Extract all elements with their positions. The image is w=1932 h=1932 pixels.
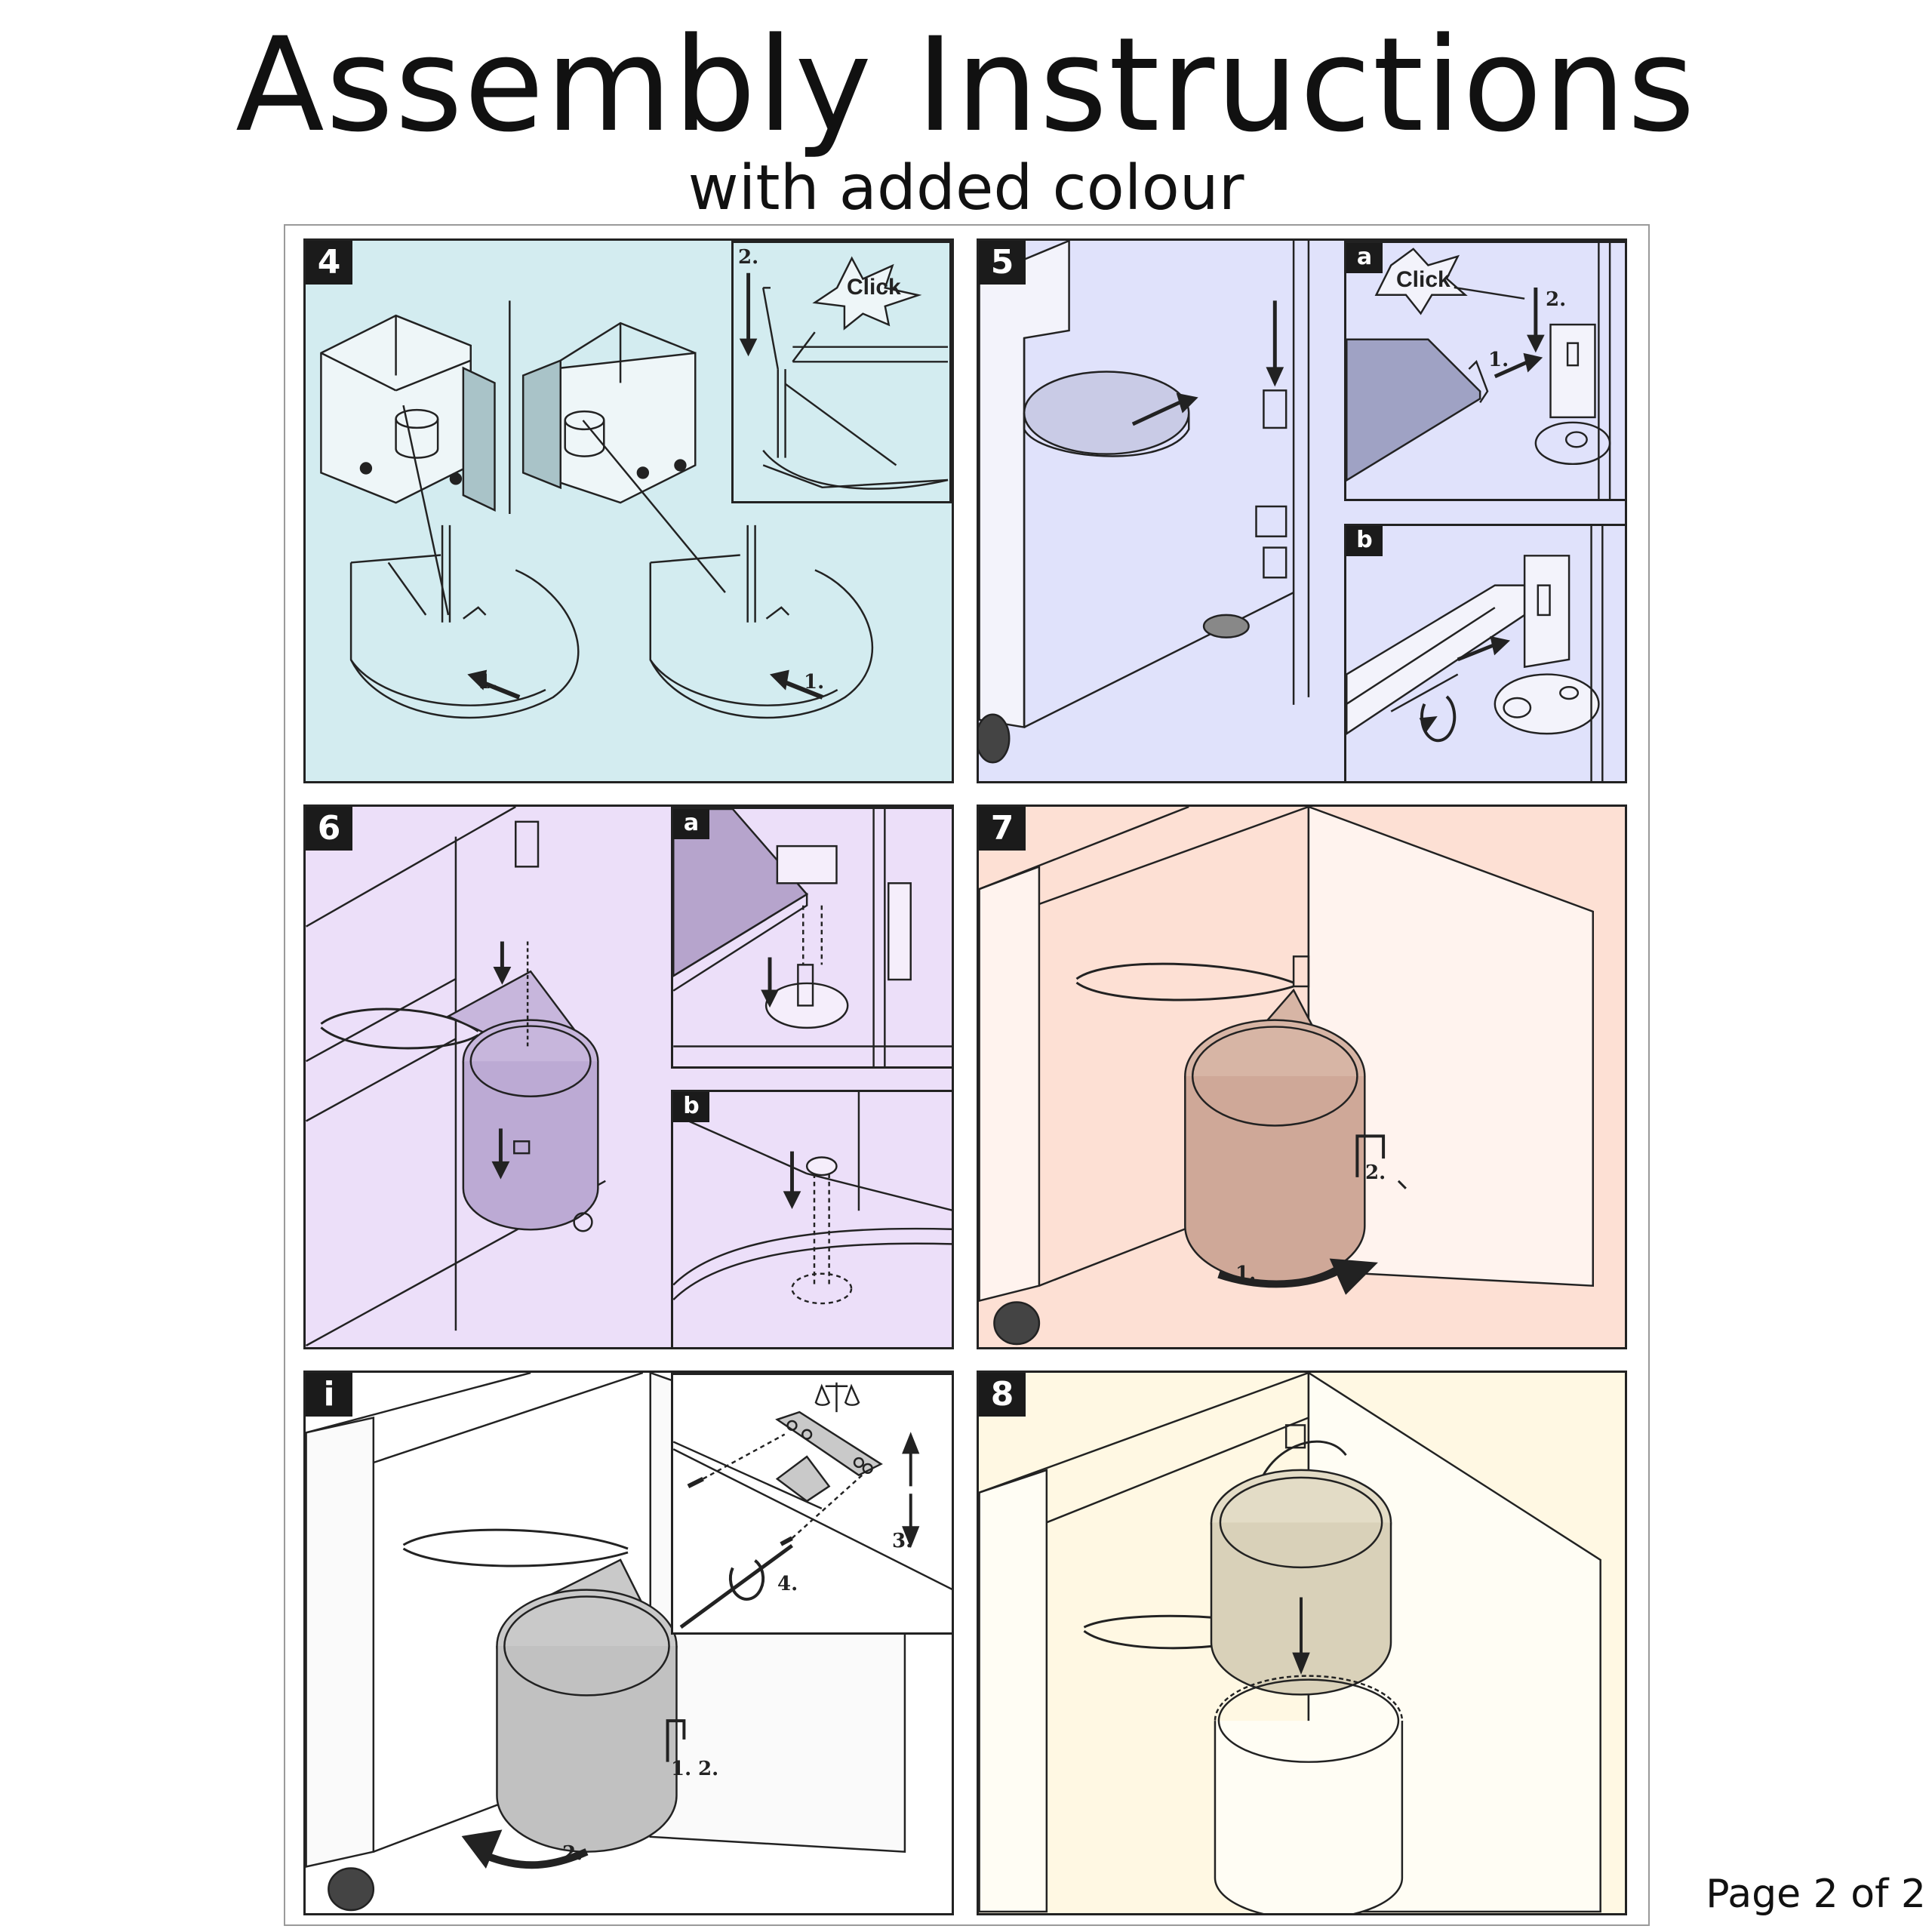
- step-5a-click-label: Click: [1396, 267, 1451, 292]
- step-8-panel: 8: [977, 1371, 1627, 1915]
- step-i-panel: i 1. 2. 2.: [303, 1371, 954, 1915]
- step-5-inset-a-illustration: [1346, 243, 1611, 499]
- step-5-inset-b: b: [1344, 524, 1625, 781]
- step-7-badge: 7: [979, 807, 1026, 851]
- step-5-inset-a: a Click 2. 1.: [1344, 241, 1625, 501]
- step-5-badge: 5: [979, 241, 1026, 285]
- step-i-label-3: 3.: [892, 1530, 913, 1552]
- step-5-inset-b-illustration: [1346, 526, 1604, 781]
- step-4-panel: 4 1. 1. 2. Click: [303, 238, 954, 783]
- step-7-label-2: 2.: [1365, 1161, 1386, 1184]
- step-5b-badge: b: [1346, 526, 1383, 556]
- step-6-inset-a: a: [671, 807, 952, 1069]
- page-number: Page 2 of 2: [1706, 1872, 1926, 1917]
- step-4-inset: 2. Click: [731, 241, 952, 503]
- step-i-label-1: 1.: [671, 1758, 692, 1780]
- step-5a-badge: a: [1346, 243, 1383, 273]
- step-6-inset-a-illustration: [673, 809, 952, 1066]
- step-8-badge: 8: [979, 1373, 1026, 1417]
- step-5a-label-1: 1.: [1488, 349, 1509, 371]
- step-6-illustration: [306, 807, 606, 1347]
- step-4-inset-illustration: [739, 256, 949, 490]
- step-7-label-1: 1.: [1235, 1263, 1257, 1285]
- step-i-inset-illustration: [673, 1382, 952, 1629]
- step-6-inset-b-illustration: [673, 1092, 952, 1305]
- step-4-illustration: [320, 300, 874, 719]
- step-6a-badge: a: [673, 809, 709, 839]
- step-6-panel: 6 a: [303, 804, 954, 1349]
- step-4-badge: 4: [306, 241, 352, 285]
- step-i-label-4: 4.: [777, 1573, 798, 1595]
- step-7-panel: 7 2. 1.: [977, 804, 1627, 1349]
- step-i-badge: i: [306, 1373, 352, 1417]
- step-5-illustration: [979, 241, 1310, 764]
- step-i-label-2b: 2.: [562, 1842, 583, 1865]
- step-5a-label-2: 2.: [1546, 288, 1567, 311]
- step-8-illustration: [979, 1373, 1601, 1913]
- step-5-panel: 5 a Click 2. 1.: [977, 238, 1627, 783]
- page-title: Assembly Instructions: [235, 9, 1697, 161]
- step-i-label-2: 2.: [698, 1758, 719, 1780]
- step-4-inset-label-2: 2.: [738, 246, 759, 269]
- step-4-label-1b: 1.: [804, 671, 825, 694]
- step-7-illustration: [979, 807, 1595, 1346]
- instructions-frame: [284, 224, 1650, 1926]
- step-6-inset-b: b: [671, 1090, 952, 1347]
- step-6-badge: 6: [306, 807, 352, 851]
- step-4-label-1: 1.: [478, 671, 499, 694]
- step-6b-badge: b: [673, 1092, 709, 1122]
- page-subtitle: with added colour: [688, 152, 1244, 224]
- step-4-click-label: Click: [847, 275, 901, 300]
- step-i-inset: 3. 4.: [671, 1373, 952, 1635]
